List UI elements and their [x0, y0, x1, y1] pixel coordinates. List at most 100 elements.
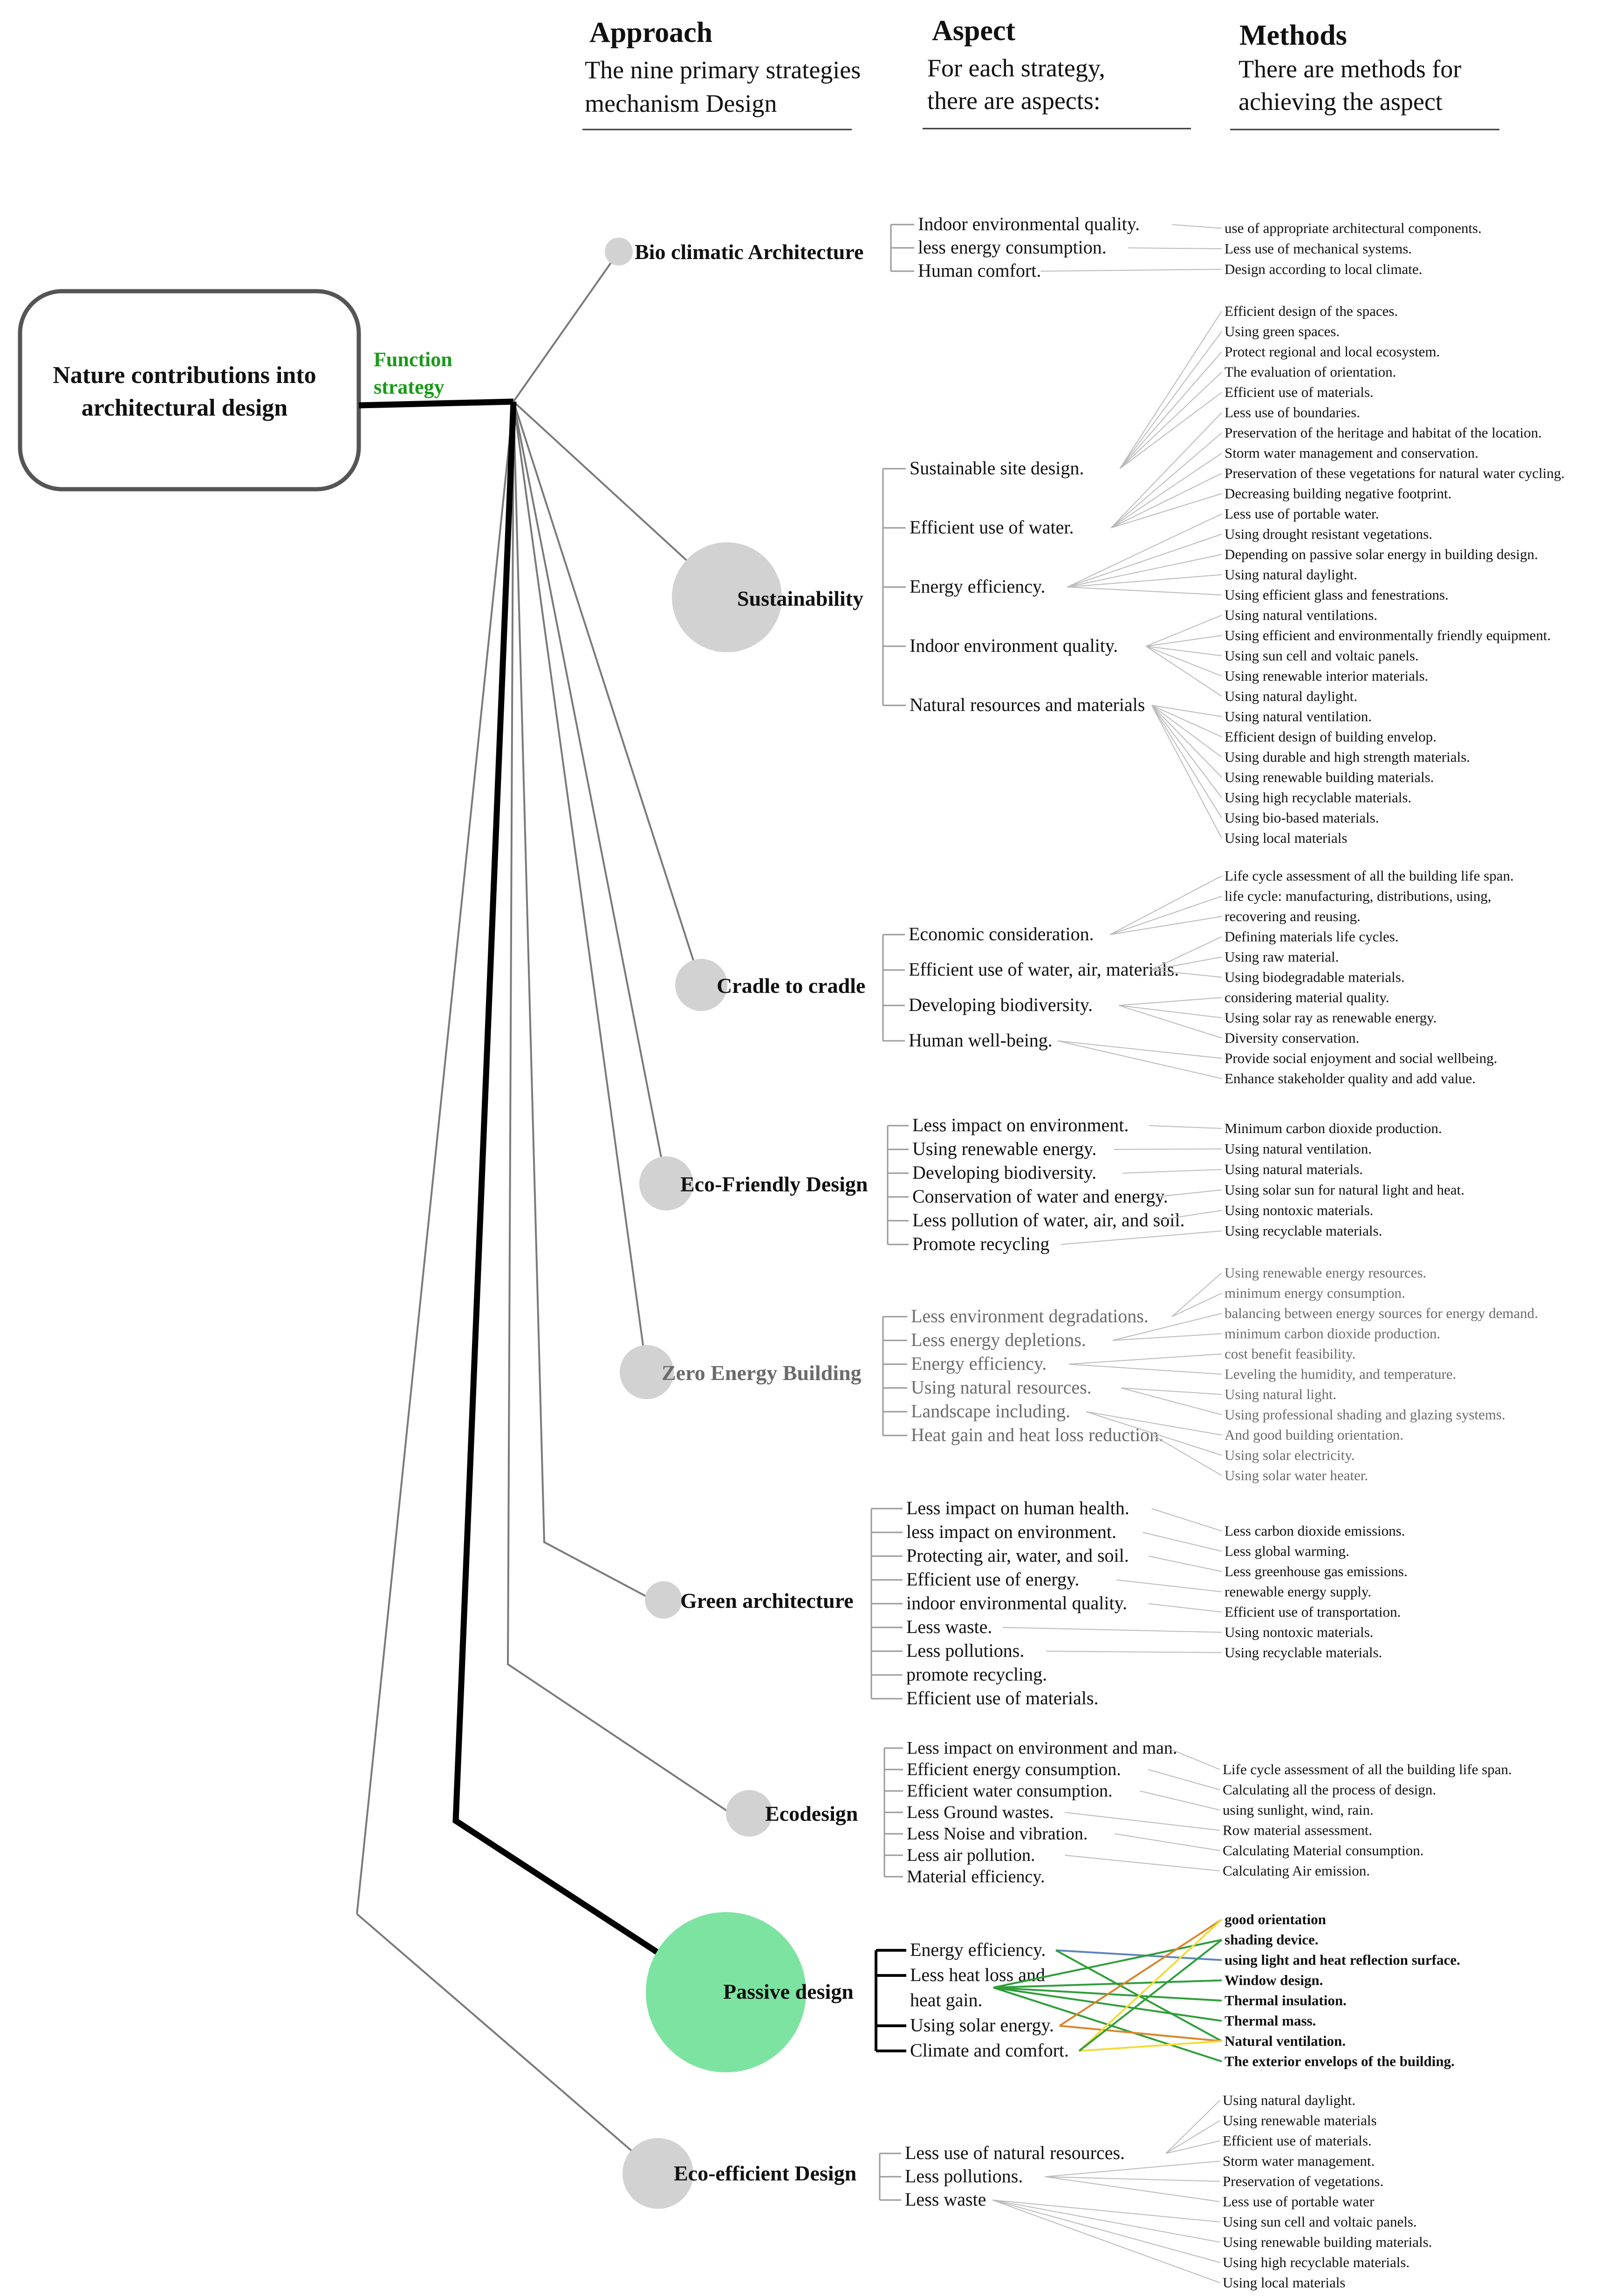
method-item: Thermal insulation. — [1225, 1992, 1347, 2009]
method-item: Using professional shading and glazing s… — [1225, 1407, 1505, 1423]
method-link — [1150, 936, 1222, 970]
aspect-item: Using solar energy. — [910, 2015, 1054, 2036]
method-link — [1078, 1919, 1223, 2052]
method-link — [1150, 957, 1222, 970]
root-to-trunk-line — [358, 398, 514, 409]
method-link — [1128, 247, 1222, 249]
method-link — [1171, 1272, 1222, 1317]
strategy-label: Zero Energy Building — [662, 1361, 862, 1385]
method-item: Using local materials — [1223, 2275, 1345, 2291]
method-item: Using renewable energy resources. — [1225, 1264, 1426, 1281]
method-item: Diversity conservation. — [1225, 1030, 1359, 1046]
method-link — [1122, 1169, 1222, 1174]
method-item: Efficient use of materials. — [1225, 384, 1374, 400]
header-aspect: Aspect For each strategy, there are aspe… — [923, 15, 1191, 130]
method-item: shading device. — [1225, 1932, 1319, 1948]
method-item: Less use of portable water. — [1225, 506, 1379, 522]
method-link — [993, 1987, 1222, 2022]
method-item: Efficient design of building envelop. — [1225, 729, 1437, 745]
aspect-item: Efficient use of water, air, materials. — [909, 959, 1179, 980]
aspect-item: less energy consumption. — [918, 237, 1107, 258]
strategy-label: Bio climatic Architecture — [635, 240, 863, 264]
method-item: Using renewable building materials. — [1225, 769, 1434, 786]
method-link — [1046, 1651, 1222, 1653]
branch-line — [513, 401, 702, 985]
method-link — [1165, 2120, 1220, 2154]
method-item: Using renewable materials — [1223, 2112, 1377, 2129]
method-link — [1061, 1230, 1222, 1245]
strategy-label: Sustainability — [737, 587, 863, 610]
aspect-item: Material efficiency. — [907, 1867, 1045, 1886]
method-link — [1055, 1949, 1222, 1961]
method-item: Efficient design of the spaces. — [1225, 303, 1398, 319]
method-link — [1110, 473, 1222, 528]
method-link — [1148, 1556, 1222, 1572]
method-item: Provide social enjoyment and social well… — [1225, 1050, 1497, 1066]
aspect-item: Indoor environmental quality. — [918, 213, 1140, 234]
strategy-label: Eco-Friendly Design — [680, 1172, 868, 1196]
aspect-item: Less pollutions. — [906, 1640, 1024, 1661]
method-link — [1112, 1333, 1222, 1341]
method-link — [1115, 1833, 1220, 1851]
method-link — [1151, 705, 1222, 738]
aspect-item: Less Ground wastes. — [907, 1803, 1054, 1822]
method-item: And good building orientation. — [1225, 1427, 1403, 1443]
method-item: Thermal mass. — [1225, 2013, 1316, 2029]
method-link — [1119, 392, 1222, 469]
aspect-item: heat gain. — [910, 1989, 983, 2010]
method-link — [1067, 587, 1222, 595]
aspect-item: Efficient energy consumption. — [907, 1760, 1121, 1779]
strategy-label: Eco-efficient Design — [674, 2161, 856, 2185]
aspect-item: Indoor environment quality. — [910, 635, 1118, 656]
method-item: Using durable and high strength material… — [1225, 749, 1470, 765]
method-item: Using solar electricity. — [1225, 1447, 1355, 1463]
method-item: Calculating Material consumption. — [1223, 1842, 1423, 1859]
header-methods-title: Methods — [1239, 20, 1347, 51]
aspect-item: Energy efficiency. — [910, 576, 1045, 597]
method-item: Using natural ventilations. — [1225, 607, 1377, 623]
method-link — [1151, 705, 1222, 758]
method-link — [1068, 1353, 1222, 1365]
method-item: Life cycle assessment of all the buildin… — [1225, 868, 1514, 884]
method-item: Using high recyclable materials. — [1223, 2254, 1410, 2270]
branch-line — [506, 401, 729, 1812]
method-item: considering material quality. — [1225, 989, 1389, 1005]
aspect-item: Efficient use of water. — [910, 517, 1074, 538]
method-item: Using natural ventilation. — [1225, 1141, 1372, 1157]
branch-line — [513, 401, 648, 1373]
method-item: Storm water management and conservation. — [1225, 445, 1478, 461]
method-item: Less greenhouse gas emissions. — [1225, 1563, 1408, 1579]
aspect-item: Promote recycling — [912, 1233, 1049, 1254]
aspect-item: indoor environmental quality. — [906, 1592, 1127, 1613]
method-link — [1167, 1748, 1220, 1770]
header-methods: Methods There are methods for achieving … — [1230, 20, 1499, 130]
method-item: Using sun cell and voltaic panels. — [1225, 648, 1419, 664]
method-item: Using biodegradable materials. — [1225, 969, 1405, 985]
method-link — [1002, 1627, 1222, 1633]
method-link — [1151, 705, 1222, 778]
method-item: Depending on passive solar energy in bui… — [1225, 546, 1538, 562]
method-item: Decreasing building negative footprint. — [1225, 485, 1451, 502]
method-item: Using natural ventilation. — [1225, 708, 1372, 724]
method-link — [1078, 1939, 1223, 2052]
method-item: Using efficient glass and fenestrations. — [1225, 587, 1449, 603]
method-item: Design according to local climate. — [1225, 261, 1422, 277]
method-link — [1110, 432, 1222, 528]
branch-line — [513, 401, 648, 1598]
method-item: renewable energy supply. — [1225, 1584, 1371, 1600]
method-item: Calculating all the process of design. — [1223, 1782, 1436, 1798]
strategy-circle — [620, 1345, 674, 1399]
aspect-item: Less waste — [905, 2189, 986, 2210]
method-link — [1121, 1387, 1222, 1415]
method-item: Using local materials — [1225, 830, 1347, 846]
strategy-circle — [623, 2138, 693, 2209]
branch-line — [356, 401, 514, 1914]
method-item: Using raw material. — [1225, 949, 1339, 965]
aspect-item: Efficient use of energy. — [906, 1569, 1079, 1590]
method-link — [1151, 705, 1222, 798]
root-title: architectural design — [82, 395, 288, 421]
aspect-item: Climate and comfort. — [910, 2040, 1069, 2061]
aspect-item: Less Noise and vibration. — [907, 1824, 1088, 1844]
strategy-circle — [646, 1912, 806, 2072]
